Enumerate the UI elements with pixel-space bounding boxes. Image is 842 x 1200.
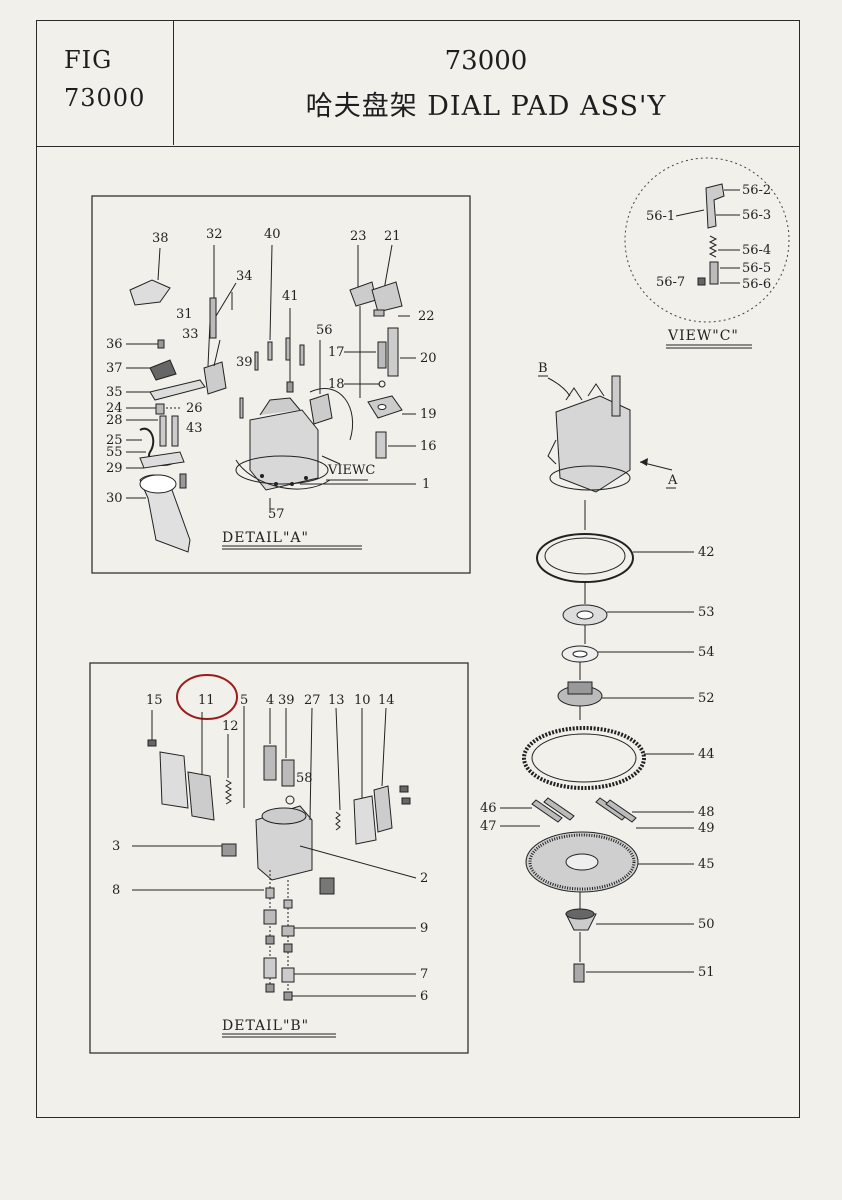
callout-39b: 39 (278, 693, 295, 708)
title-text: 哈夫盘架 DIAL PAD ASS'Y (305, 91, 667, 122)
callout-13: 13 (328, 693, 345, 708)
callout-41: 41 (282, 289, 299, 304)
title-number: 73000 (444, 46, 528, 76)
callout-31: 31 (176, 307, 193, 322)
view-c-caption: VIEW"C" (667, 328, 739, 344)
callout-40: 40 (264, 227, 281, 242)
callout-56-5: 56-5 (742, 261, 771, 276)
callout-50: 50 (698, 917, 715, 932)
page-frame (36, 20, 800, 1118)
callout-27: 27 (304, 693, 321, 708)
callout-46: 46 (480, 801, 497, 816)
callout-56-2: 56-2 (742, 183, 771, 198)
callout-4: 4 (266, 693, 274, 708)
callout-56-6: 56-6 (742, 277, 771, 292)
header-block: FIG 73000 73000 哈夫盘架 DIAL PAD ASS'Y (36, 20, 800, 147)
callout-54: 54 (698, 645, 715, 660)
callout-56-4: 56-4 (742, 243, 771, 258)
callout-3: 3 (112, 839, 120, 854)
callout-33: 33 (182, 327, 199, 342)
detail-a-panel: DETAIL"A" VIEWC 38 32 40 23 21 34 41 22 … (91, 195, 471, 574)
callout-36: 36 (106, 337, 123, 352)
callout-30: 30 (106, 491, 123, 506)
callout-26: 26 (186, 401, 203, 416)
callout-20: 20 (420, 351, 437, 366)
view-ref-a: A (667, 473, 678, 488)
callout-10: 10 (354, 693, 371, 708)
callout-8: 8 (112, 883, 120, 898)
callout-34: 34 (236, 269, 253, 284)
callout-56-3: 56-3 (742, 208, 771, 223)
callout-56: 56 (316, 323, 333, 338)
callout-28: 28 (106, 413, 123, 428)
view-c-panel: 56-2 56-1 56-3 56-4 56-5 56-7 56-6 VIEW"… (624, 157, 790, 349)
callout-11: 11 (198, 693, 215, 708)
main-assembly: B A (480, 361, 715, 983)
callout-19: 19 (420, 407, 437, 422)
callout-57: 57 (268, 507, 285, 522)
callout-24: 24 (106, 401, 123, 416)
detail-a-caption: DETAIL"A" (222, 530, 309, 546)
callout-7: 7 (420, 967, 428, 982)
callout-37: 37 (106, 361, 123, 376)
fig-cell: FIG 73000 (36, 20, 174, 145)
detail-b-caption: DETAIL"B" (222, 1018, 309, 1034)
callout-5: 5 (240, 693, 248, 708)
callout-53: 53 (698, 605, 715, 620)
callout-21: 21 (384, 229, 401, 244)
highlight-circle (176, 674, 238, 720)
callout-51: 51 (698, 965, 715, 980)
view-c-ref: VIEWC (327, 463, 375, 478)
fig-number: 73000 (64, 84, 146, 112)
callout-42: 42 (698, 545, 715, 560)
callout-47: 47 (480, 819, 497, 834)
callout-25: 25 (106, 433, 123, 448)
callout-14: 14 (378, 693, 395, 708)
callout-32: 32 (206, 227, 223, 242)
callout-52: 52 (698, 691, 715, 706)
fig-label: FIG (64, 46, 113, 74)
callout-12: 12 (222, 719, 239, 734)
callout-44: 44 (698, 747, 715, 762)
detail-b-panel: 15 11 5 4 39 27 13 10 14 12 58 3 2 8 9 7… (89, 662, 469, 1054)
callout-39: 39 (236, 355, 253, 370)
callout-55: 55 (106, 445, 123, 460)
callout-58: 58 (296, 771, 313, 786)
callout-17: 17 (328, 345, 345, 360)
callout-49: 49 (698, 821, 715, 836)
callout-56-7: 56-7 (656, 275, 685, 290)
callout-23: 23 (350, 229, 367, 244)
callout-1: 1 (422, 477, 430, 492)
callout-56-1: 56-1 (646, 209, 675, 224)
callout-38: 38 (152, 231, 169, 246)
callout-15: 15 (146, 693, 163, 708)
callout-48: 48 (698, 805, 715, 820)
callout-43: 43 (186, 421, 203, 436)
callout-16: 16 (420, 439, 437, 454)
callout-2: 2 (420, 871, 428, 886)
callout-6: 6 (420, 989, 428, 1004)
callout-29: 29 (106, 461, 123, 476)
callout-9: 9 (420, 921, 428, 936)
callout-45: 45 (698, 857, 715, 872)
callout-18: 18 (328, 377, 345, 392)
callout-22: 22 (418, 309, 435, 324)
callout-35: 35 (106, 385, 123, 400)
view-ref-b: B (538, 361, 548, 376)
